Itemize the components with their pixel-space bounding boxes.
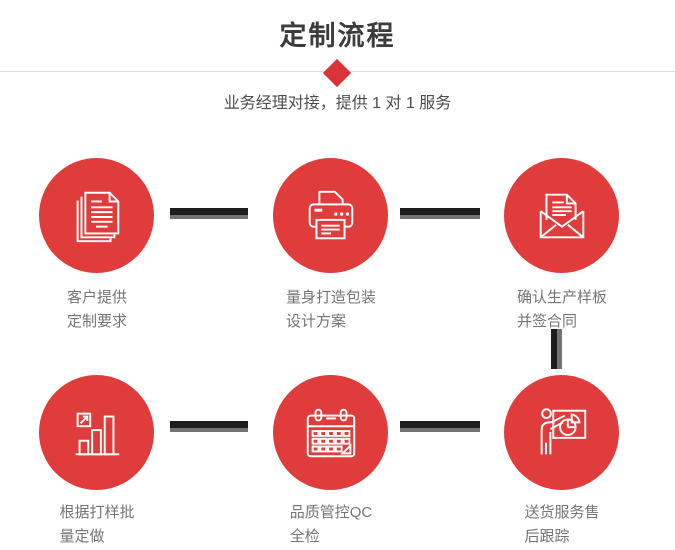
presentation-icon [540,407,586,454]
step-circle-1 [39,158,154,273]
step-caption-line: 量身打造包装 [285,289,376,306]
page-subtitle: 业务经理对接，提供 1 对 1 服务 [223,95,452,112]
step-caption-line: 并签合同 [516,313,577,330]
step-caption-2: 量身打造包装 设计方案 [246,286,416,334]
step-circle-5 [273,375,388,490]
step-caption-line: 量定做 [59,528,105,545]
step-caption-4: 根据打样批 量定做 [12,501,182,549]
step-circle-2 [273,158,388,273]
step-caption-line: 确认生产样板 [516,289,607,306]
step-caption-line: 定制要求 [66,313,127,330]
calendar-icon [306,408,355,457]
bar-chart-icon [75,412,119,455]
connector-step5-step6 [400,421,480,432]
step-caption-line: 客户提供 [66,289,127,306]
step-caption-line: 设计方案 [285,313,346,330]
step-circle-4 [39,375,154,490]
step-caption-5: 品质管控QC 全检 [246,501,416,549]
step-caption-1: 客户提供 定制要求 [12,286,182,334]
step-caption-line: 品质管控QC [289,504,373,521]
step-circle-3 [504,158,619,273]
envelope-icon [539,193,584,238]
connector-step3-step6 [551,329,562,369]
printer-icon [308,190,353,239]
step-caption-6: 送货服务售 后跟踪 [477,501,647,549]
documents-icon [76,191,119,242]
step-caption-3: 确认生产样板 并签合同 [477,286,647,334]
step-caption-line: 全检 [289,528,320,545]
connector-step1-step2 [170,208,248,219]
step-caption-line: 后跟踪 [524,528,570,545]
step-caption-line: 送货服务售 [524,504,600,521]
step-circle-6 [504,375,619,490]
step-caption-line: 根据打样批 [59,504,135,521]
page-title: 定制流程 [279,21,396,51]
connector-step4-step5 [170,421,248,432]
diamond-icon [322,58,352,88]
connector-step2-step3 [400,208,480,219]
